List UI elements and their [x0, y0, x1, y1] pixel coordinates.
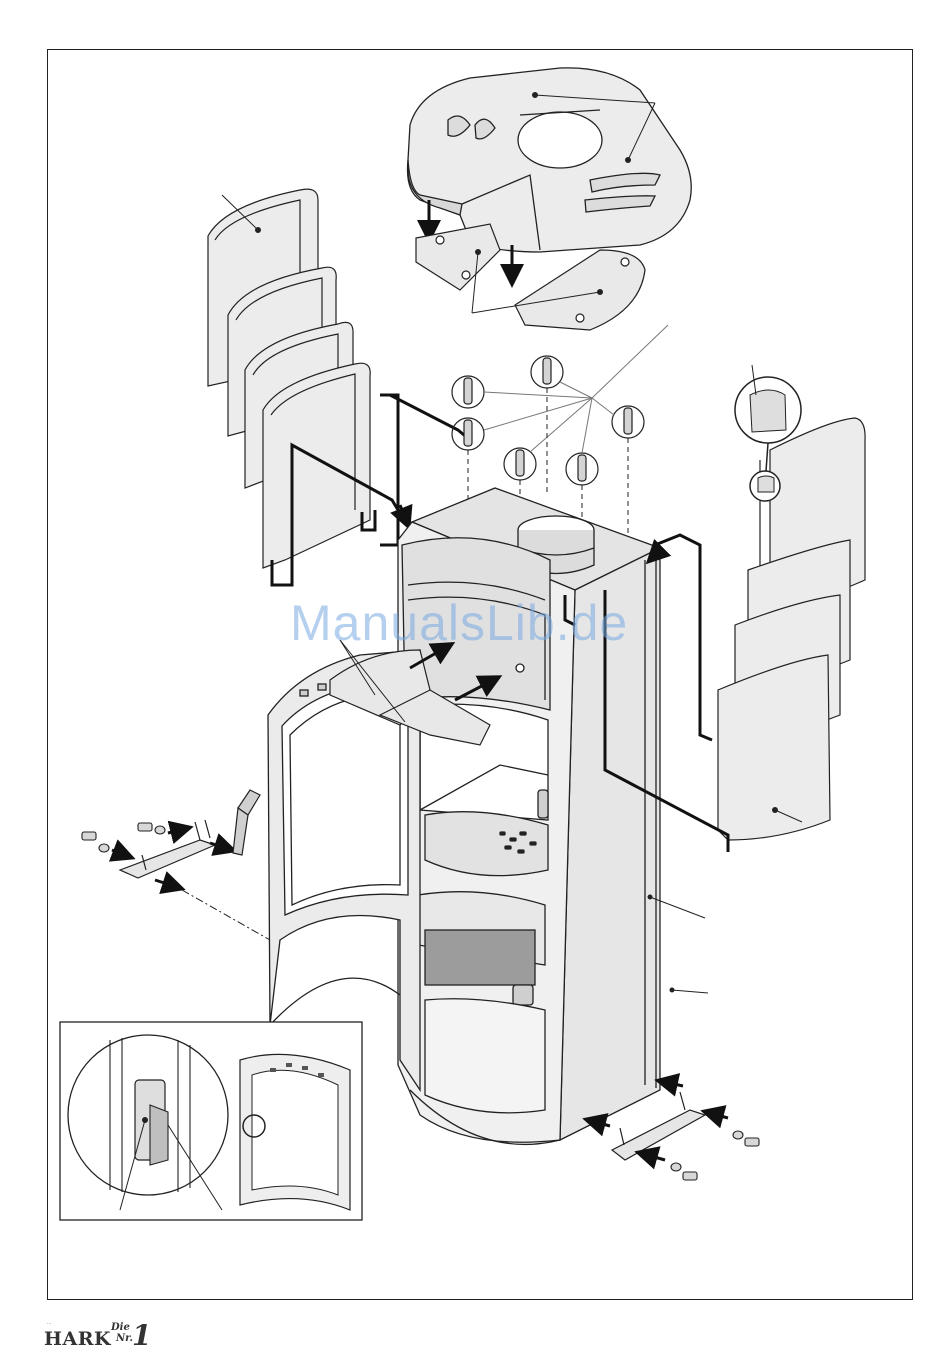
left-panel-callout-dot: [255, 227, 261, 233]
support-callout-dot: [597, 289, 603, 295]
rail-callout-dot: [670, 988, 675, 993]
threaded-rods: [464, 358, 632, 481]
support-callout-dot: [475, 249, 481, 255]
rail-callout-dot: [648, 895, 653, 900]
inset-detail-box: [60, 1022, 362, 1220]
logo-brand: HARK: [44, 1328, 111, 1350]
right-side-panels: [718, 418, 865, 840]
right-detail-connector: [766, 443, 768, 471]
rail-leader-lower: [672, 990, 708, 993]
rod-leader-lines: [484, 325, 668, 453]
left-screws: [82, 823, 165, 852]
cover-callout-dot: [625, 157, 631, 163]
foot-dashdot-line: [182, 890, 270, 940]
right-detail-shape-small: [758, 476, 774, 492]
left-foot-bracket: [120, 820, 215, 878]
stove-body: [398, 488, 660, 1144]
cover-callout-dot: [532, 92, 538, 98]
handle-tool: [233, 790, 260, 855]
right-detail-shape: [750, 390, 786, 432]
logo-small-text: ...: [47, 1320, 51, 1326]
watermark: ManualsLib.de: [290, 594, 628, 652]
right-panel-callout-dot: [772, 807, 778, 813]
left-side-panels: [208, 189, 370, 568]
logo-tagline-die: Die: [111, 1322, 130, 1333]
right-screws: [671, 1131, 759, 1180]
hark-logo: ... HARK Die Nr. 1: [44, 1318, 154, 1352]
logo-tagline-nr: Nr.: [116, 1333, 133, 1344]
logo-tagline-one: 1: [132, 1322, 151, 1350]
